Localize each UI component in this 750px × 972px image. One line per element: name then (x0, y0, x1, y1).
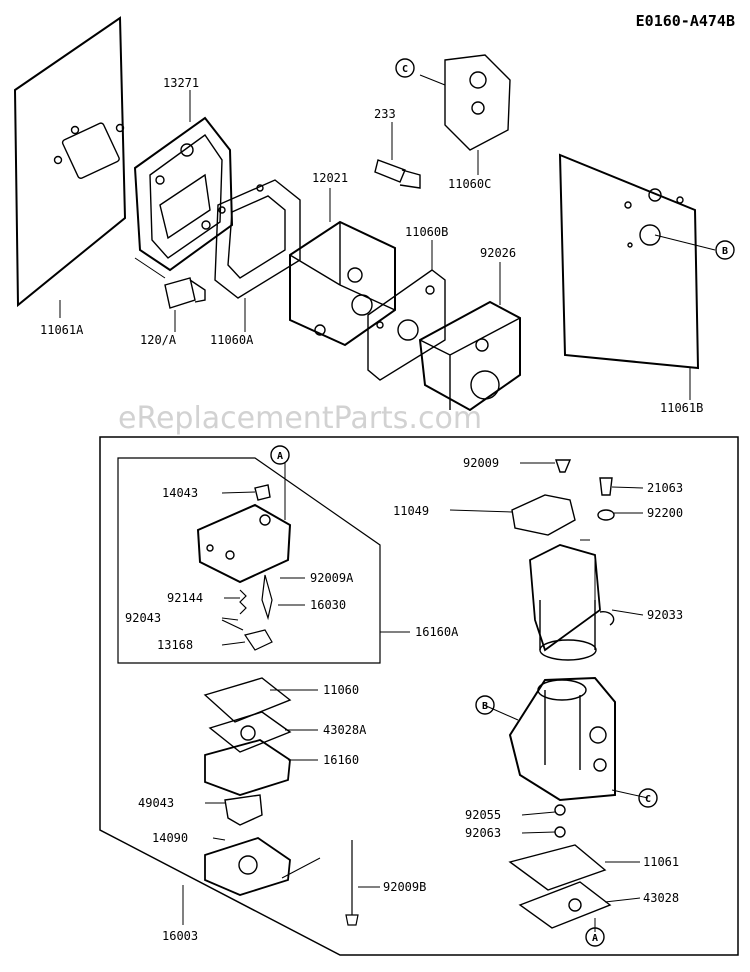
carb-body-13271 (133, 116, 234, 272)
bottom-diaphragms (508, 844, 612, 929)
part-92200: 92200 (647, 506, 683, 520)
part-92063: 92063 (465, 826, 501, 840)
spacer-12021 (289, 220, 396, 347)
callout-a-lower: A (592, 933, 598, 944)
part-92009A: 92009A (310, 571, 354, 585)
part-11060: 11060 (323, 683, 359, 697)
carb-lower-body (508, 676, 616, 802)
diaphragm-stack (203, 677, 292, 896)
part-92055: 92055 (465, 808, 501, 822)
part-49043: 49043 (138, 796, 174, 810)
part-11061A: 11061A (40, 323, 84, 337)
callout-c-lower: C (645, 794, 651, 805)
callout-c: C (402, 64, 408, 75)
carb-upper-assembly (511, 459, 615, 661)
part-43028A: 43028A (323, 723, 367, 737)
callout-b-lower: B (482, 701, 488, 712)
gasket-11061A (13, 16, 127, 308)
watermark: eReplacementParts.com (118, 401, 482, 436)
gasket-11060C (444, 54, 511, 151)
part-92043: 92043 (125, 611, 161, 625)
screw-233 (374, 159, 421, 189)
part-43028: 43028 (643, 891, 679, 905)
part-11061: 11061 (643, 855, 679, 869)
part-11061B: 11061B (660, 401, 703, 415)
part-13168: 13168 (157, 638, 193, 652)
part-16160: 16160 (323, 753, 359, 767)
part-92026: 92026 (480, 246, 516, 260)
part-11060A: 11060A (210, 333, 254, 347)
part-92033: 92033 (647, 608, 683, 622)
assembly-frame (99, 436, 739, 956)
callout-b: B (722, 246, 728, 257)
diagram-code: E0160-A474B (636, 12, 735, 30)
part-233: 233 (374, 107, 396, 121)
part-16003: 16003 (162, 929, 198, 943)
part-11060B: 11060B (405, 225, 448, 239)
part-16030: 16030 (310, 598, 346, 612)
part-120A: 120/A (140, 333, 177, 347)
part-92144: 92144 (167, 591, 203, 605)
callout-a: A (277, 451, 283, 462)
part-13271: 13271 (163, 76, 199, 90)
part-21063: 21063 (647, 481, 683, 495)
part-92009: 92009 (463, 456, 499, 470)
part-12021: 12021 (312, 171, 348, 185)
part-11049: 11049 (393, 504, 429, 518)
screw-120A (164, 277, 206, 309)
pump-cover (196, 484, 292, 584)
part-92009B: 92009B (383, 880, 426, 894)
sub-assembly-frame (117, 457, 381, 664)
gasket-11061B (558, 153, 700, 370)
gasket-11060A (214, 179, 301, 299)
part-14090: 14090 (152, 831, 188, 845)
part-11060C: 11060C (448, 177, 491, 191)
part-16160A: 16160A (415, 625, 459, 639)
part-14043: 14043 (162, 486, 198, 500)
gasket-11060B (367, 269, 446, 381)
filter-92026 (418, 300, 521, 412)
